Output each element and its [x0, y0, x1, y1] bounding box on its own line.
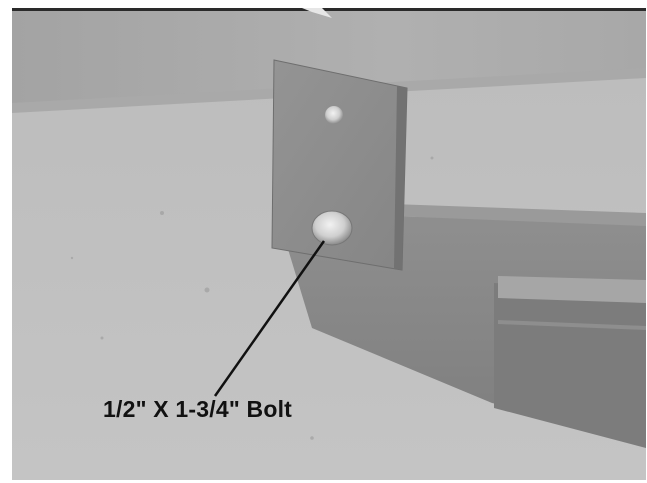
- end-block-top: [498, 276, 646, 303]
- bolt-callout-label: 1/2" X 1-3/4" Bolt: [103, 396, 293, 422]
- bracket-plate-shadow: [394, 86, 407, 270]
- callout-leader-line: [213, 240, 326, 397]
- lower-bolt-head: [311, 210, 353, 246]
- rail-top-edge: [392, 204, 646, 226]
- top-glint: [302, 8, 332, 18]
- end-block-seam: [498, 320, 646, 330]
- upper-bolt: [325, 106, 343, 124]
- photo-scene: [12, 8, 646, 480]
- bracket-photo: [12, 8, 646, 480]
- floor-texture: [70, 156, 434, 440]
- frame-top-edge: [12, 8, 646, 11]
